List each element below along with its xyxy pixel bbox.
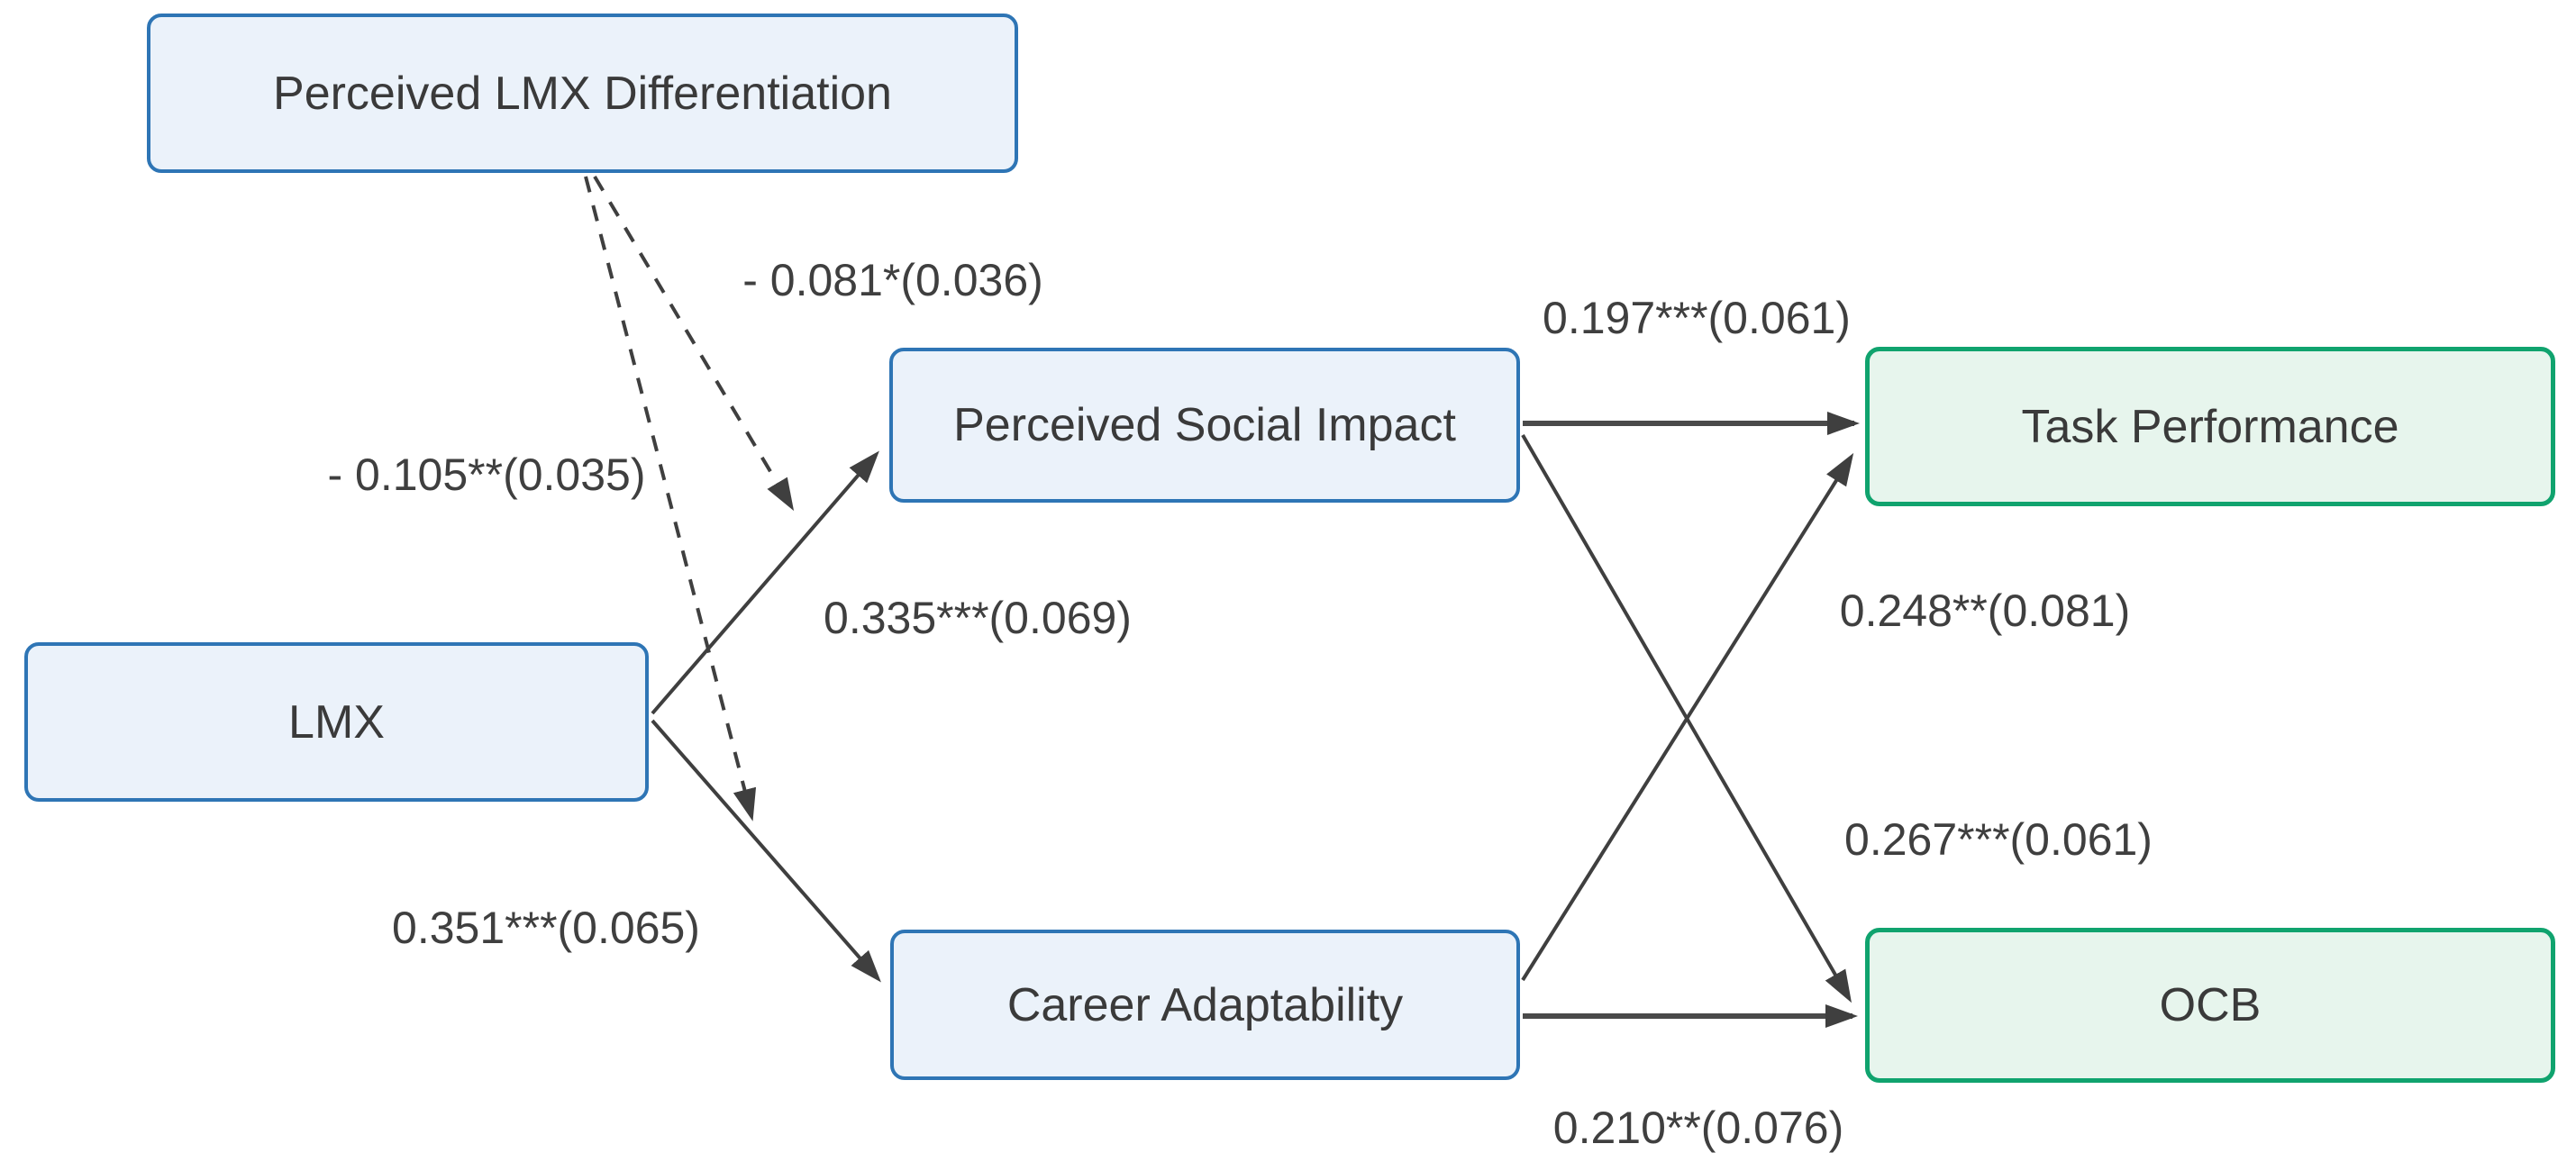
node-perceived-lmx-differentiation: Perceived LMX Differentiation [147, 14, 1018, 173]
coef-label-ca-to-ocb: 0.210**(0.076) [1552, 1103, 1844, 1153]
coef-label-lmx-to-psi: 0.335***(0.069) [824, 593, 1132, 643]
coef-label-psi-to-ocb: 0.267***(0.061) [1844, 814, 2153, 865]
edge-lmx-to-psi [651, 450, 879, 715]
coef-label-ca-to-tp: 0.248**(0.081) [1839, 586, 2131, 636]
coef-label-plmxd-moderates-lmx-psi: - 0.081*(0.036) [742, 255, 1043, 305]
edge-plmxd-moderates-lmx-psi [593, 175, 795, 512]
coef-label-lmx-to-ca: 0.351***(0.065) [392, 903, 700, 953]
edge-psi-to-ocb [1521, 433, 1852, 1003]
node-ocb: OCB [1865, 928, 2555, 1083]
node-task-performance: Task Performance [1865, 347, 2555, 506]
node-career-adaptability: Career Adaptability [890, 930, 1520, 1080]
coef-label-psi-to-tp: 0.197***(0.061) [1543, 293, 1851, 343]
edge-lmx-to-ca [651, 719, 881, 983]
coef-label-plmxd-moderates-lmx-ca: - 0.105**(0.035) [327, 449, 646, 500]
node-lmx: LMX [24, 642, 649, 802]
edge-ca-to-tp [1521, 452, 1854, 982]
node-perceived-social-impact: Perceived Social Impact [889, 348, 1520, 503]
edge-plmxd-moderates-lmx-ca [584, 176, 757, 822]
